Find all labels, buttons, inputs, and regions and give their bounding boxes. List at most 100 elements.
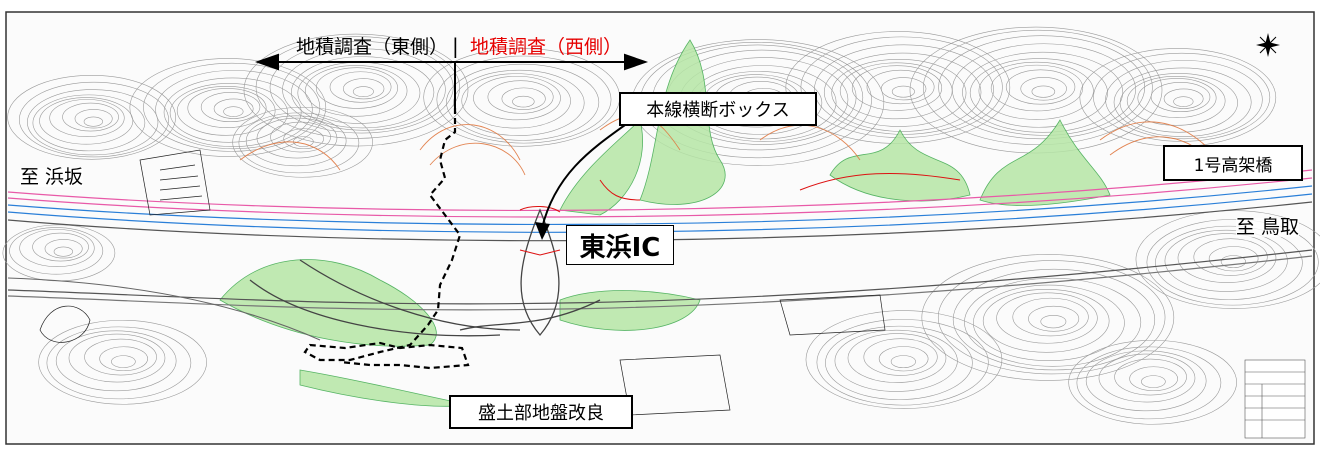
contour-line [1068,339,1237,425]
contour-line [990,64,1084,112]
contour-line [200,92,261,123]
contour-line [283,128,324,150]
interchange-loops [249,208,601,337]
contour-line [329,71,392,103]
contour-line [1220,255,1246,269]
place-tottori: 至 鳥取 [1236,216,1300,238]
contour-line [55,330,177,392]
contour-line [243,33,469,147]
contour-line [1137,78,1217,118]
contour-line [1028,305,1080,332]
contour-line [213,98,254,119]
contour-line [972,284,1125,361]
contour-line [238,112,360,174]
culvert-callout-arrow [541,124,626,229]
callout-interchange: 東浜IC [566,225,674,265]
survey-divider-bar: | [452,34,459,58]
contour-line [453,69,585,136]
contour-line [1105,60,1263,140]
contour-line [26,89,159,156]
contour-line [83,116,103,127]
contour-line [32,232,89,262]
contour-line [891,85,915,98]
contour-line [996,292,1098,344]
contour-line [1098,353,1196,403]
contour-line [512,95,535,108]
contour-line [232,106,373,178]
contour-line [436,55,612,144]
contour-line [315,67,399,109]
contour-line [282,48,446,131]
contour-line [1126,76,1226,126]
contour-line [187,88,267,128]
callout-ground-improvement: 盛土部地盤改良 [449,395,633,429]
contour-line [1114,358,1187,396]
contour-line [825,325,973,400]
contour-line [39,97,134,145]
contour-line [847,333,947,383]
callout-viaduct: 1号高架橋 [1163,145,1303,181]
contour-line [1031,85,1056,98]
contour-line [255,36,460,139]
contour-lines [2,26,1320,425]
contour-line [1093,52,1271,142]
callout-box-culvert: 本線横断ボックス [619,92,817,126]
contour-line [964,277,1142,367]
contour-line [223,106,244,117]
contour-line [814,44,994,135]
contour-line [291,56,435,129]
contour-line [952,268,1156,371]
contour-line [938,35,1146,140]
contour-line [878,346,929,372]
contour-line [99,346,148,372]
culvert-arrowhead [535,222,550,240]
contour-line [84,338,157,376]
contour-line [851,65,943,111]
contour-line [834,329,958,392]
contour-line [304,65,408,117]
title-block-table [1244,359,1306,439]
contour-line [866,69,935,105]
contour-line [1129,366,1178,392]
contour-line [962,51,1124,133]
contour-line [487,80,554,114]
contour-line [1146,219,1319,306]
contour-line [978,61,1094,120]
contour-line [143,62,321,152]
place-hamasaka: 至 浜坂 [20,166,84,188]
contour-line [880,77,927,101]
contour-line [1193,238,1268,276]
contour-line [890,355,916,369]
contour-line [831,58,967,127]
contour-line [53,246,73,257]
contour-line [1155,225,1303,300]
contour-line [952,43,1136,136]
contour-line [38,319,207,405]
contour-line [501,87,546,110]
contour-line [1085,350,1207,412]
contour-line [1135,210,1320,309]
contour-line [1076,346,1222,420]
contour-line [32,94,146,152]
contour-line [1163,88,1204,109]
contour-line [68,333,166,383]
contour-line [1208,246,1259,272]
contour-line [169,83,288,143]
survey-west-label: 地積調査（西側） [470,36,623,58]
contour-line [7,74,176,160]
contour-line [245,115,347,167]
contour-line [982,289,1110,353]
contour-line [9,227,104,275]
contour-line [19,229,95,268]
contour-line [256,117,338,159]
north-arrow-icon [1256,33,1280,57]
contour-line [461,73,571,129]
local-road [7,277,321,341]
contour-line [446,63,600,141]
contour-line [863,338,938,376]
contour-line [969,58,1108,128]
contour-line [823,52,982,132]
contour-line [270,121,331,153]
contour-line [1113,67,1252,137]
